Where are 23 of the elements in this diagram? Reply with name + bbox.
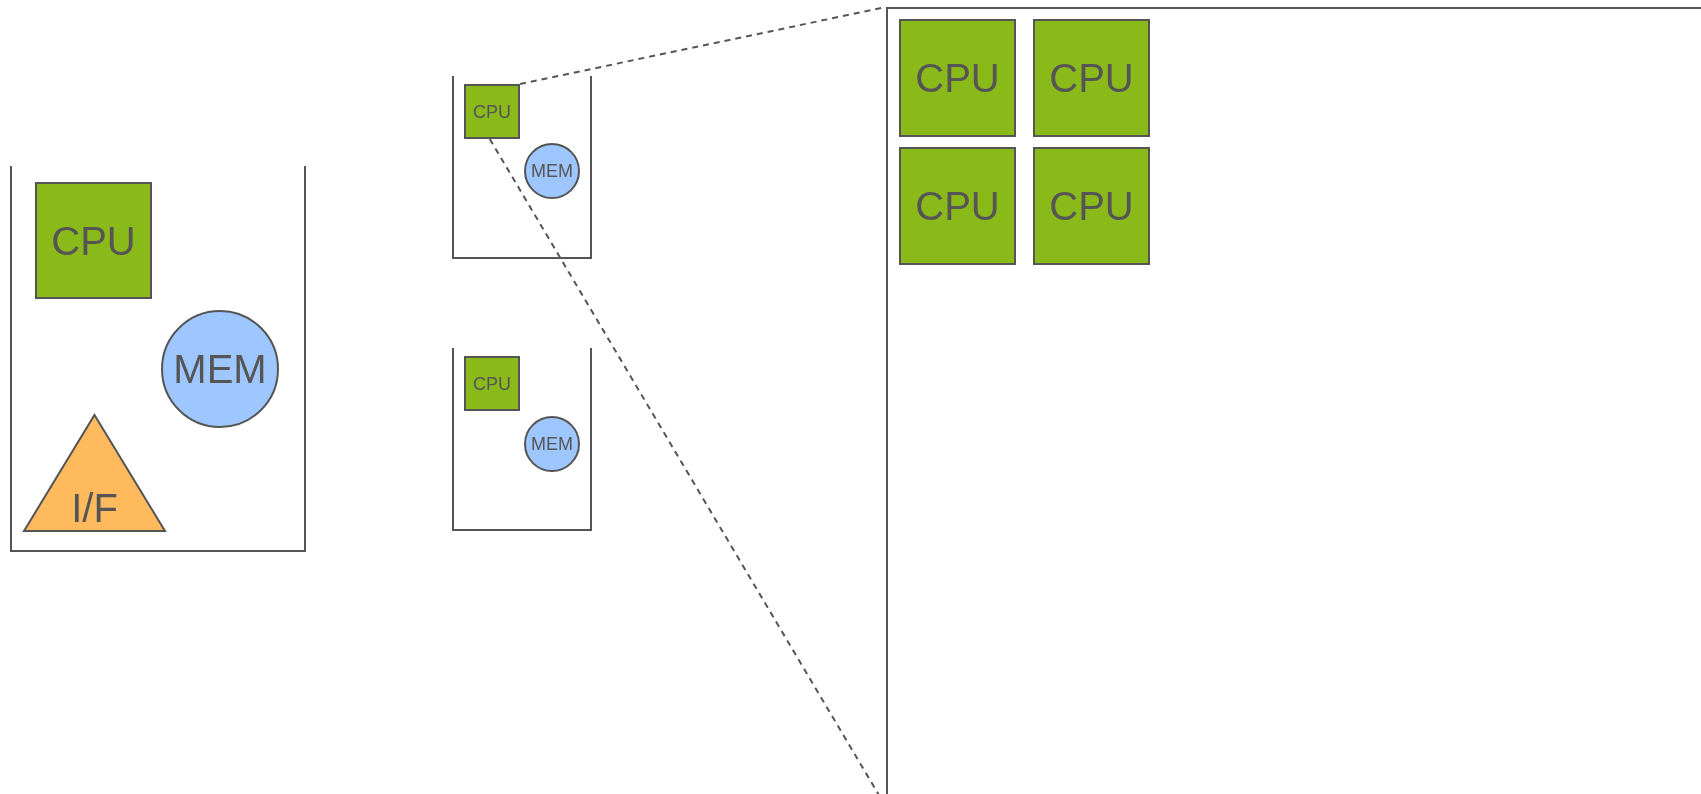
node-label: CPU (473, 102, 511, 121)
cpu-square (899, 147, 1016, 265)
node-label: MEM (531, 162, 573, 180)
node-label: MEM (531, 435, 573, 453)
cpu-square (35, 182, 152, 299)
cpu-square (1033, 19, 1150, 137)
node-label: CPU (1049, 58, 1134, 98)
open-container (10, 166, 306, 552)
node-label: CPU (915, 186, 1000, 226)
node-label: MEM (173, 349, 267, 389)
if-triangle (23, 414, 166, 532)
open-container (452, 348, 592, 531)
node-label: CPU (1049, 186, 1134, 226)
cpu-square (899, 19, 1016, 137)
open-container (452, 76, 592, 259)
node-label: I/F (71, 488, 118, 528)
node-label: CPU (473, 374, 511, 393)
zoom-frame (886, 7, 1701, 794)
node-label: CPU (915, 58, 1000, 98)
node-label: CPU (51, 220, 136, 261)
cpu-square (464, 84, 520, 139)
cpu-square (1033, 147, 1150, 265)
cpu-square (464, 356, 520, 411)
